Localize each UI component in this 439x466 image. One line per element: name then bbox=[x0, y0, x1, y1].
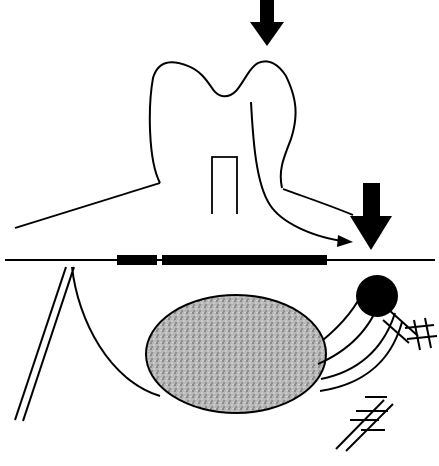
tooth-crown-outline bbox=[150, 61, 296, 188]
cortical-bone-segment-left bbox=[117, 255, 157, 265]
curved-arrow-head bbox=[337, 235, 353, 247]
curved-load-path-arrow bbox=[251, 102, 342, 241]
parallel-diagonal-lines bbox=[15, 267, 74, 421]
stippled-oval-mass bbox=[146, 295, 326, 413]
tooth-root-canal bbox=[212, 157, 237, 214]
cortical-bone-segment-right bbox=[162, 255, 327, 265]
nerve-branch-left bbox=[72, 267, 160, 396]
hatch-marks-upper bbox=[405, 318, 437, 350]
vertical-load-arrow bbox=[250, 0, 284, 46]
round-nodule bbox=[356, 275, 398, 317]
occlusal-surface-arrow bbox=[350, 183, 392, 250]
gum-line-right bbox=[283, 189, 353, 215]
gum-line-left bbox=[15, 183, 160, 228]
hatch-marks-lower bbox=[336, 397, 393, 451]
